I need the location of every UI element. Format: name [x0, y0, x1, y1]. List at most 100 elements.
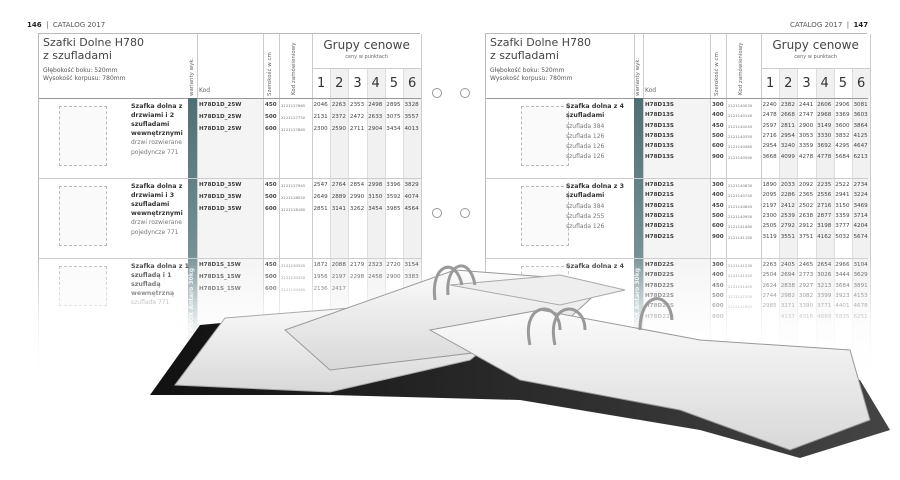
price-value: 4295	[835, 143, 850, 150]
price-value: 2300	[762, 212, 777, 219]
binder-hole	[460, 88, 470, 98]
binder-hole	[432, 88, 442, 98]
product-code: H78D1D_25W	[199, 126, 242, 132]
price-value: 4204	[853, 223, 868, 230]
order-code: 2121140460	[728, 144, 753, 150]
price-value: 1890	[762, 182, 777, 188]
row-divider	[761, 68, 871, 69]
row-divider	[39, 178, 421, 179]
column-divider	[348, 68, 350, 368]
price-value: 2716	[817, 202, 832, 209]
product-code: H78D1D_25W	[199, 102, 242, 108]
price-value: 3198	[817, 223, 832, 230]
price-value: 2092	[798, 182, 814, 188]
price-value: 3262	[349, 206, 365, 212]
order-code: 2121127860	[281, 127, 306, 132]
price-value: 4647	[853, 143, 868, 150]
page-number-left: 146 | CATALOG 2017	[27, 21, 106, 29]
product-subtitle: szuflada 384	[566, 123, 605, 130]
price-value: 4013	[404, 126, 419, 132]
row-divider	[486, 178, 868, 179]
price-value: 2638	[798, 212, 814, 219]
price-value: 3777	[835, 223, 850, 230]
row-divider	[312, 68, 422, 69]
price-value: 2649	[313, 194, 328, 200]
product-code: H78D21S	[645, 202, 674, 209]
width-value: 600	[712, 143, 724, 150]
price-value: 4778	[817, 153, 832, 160]
product-subtitle: szuflada 384	[566, 203, 605, 210]
product-code: H78D13S	[645, 143, 674, 150]
cabinet-illustration	[521, 106, 569, 166]
price-value: 2286	[780, 192, 795, 199]
binder-hole	[460, 208, 470, 218]
price-value: 3692	[817, 143, 832, 150]
product-title: Szafka dolna z drzwiami i 2 szufladami w…	[131, 103, 183, 137]
product-code: H78D13S	[645, 112, 674, 119]
column-divider	[197, 34, 198, 364]
column-divider	[643, 34, 644, 364]
price-value: 2941	[835, 192, 850, 199]
price-value: 2668	[780, 112, 795, 119]
product-code: H78D21S	[645, 212, 674, 219]
price-value: 4162	[817, 233, 832, 240]
column-divider	[366, 68, 368, 368]
price-value: 3359	[835, 212, 850, 219]
width-value: 600	[265, 206, 277, 212]
price-value: 2095	[762, 192, 777, 199]
product-code: H78D1D_25W	[199, 114, 242, 120]
order-code: 2121128050	[281, 195, 306, 200]
product-subtitle: drzwi rozwierane	[131, 219, 182, 226]
width-value: 900	[712, 233, 724, 240]
binder-hole	[432, 208, 442, 218]
column-divider	[852, 68, 853, 368]
price-group-number: 5	[389, 76, 399, 91]
title-line: Szafki Dolne H780	[490, 36, 592, 49]
price-group-number: 5	[838, 76, 848, 91]
dimension-depth: Głębokość boku: 520mm	[43, 67, 118, 74]
width-value: 450	[712, 202, 724, 209]
header-divider	[486, 98, 868, 99]
price-group-number: 6	[407, 76, 417, 91]
price-value: 3829	[404, 182, 419, 188]
price-value: 2478	[762, 112, 777, 119]
product-code: H78D13S	[645, 102, 674, 108]
price-value: 3668	[762, 153, 777, 160]
column-divider	[797, 68, 799, 368]
page-number: 146	[27, 21, 42, 29]
price-value: 2904	[368, 126, 383, 132]
product-code: H78D21S	[645, 223, 674, 230]
price-value: 3832	[835, 132, 850, 139]
price-value: 3150	[368, 194, 383, 200]
product-code: H78D21S	[645, 182, 674, 188]
order-code: 2121140950	[728, 213, 753, 219]
price-value: 4074	[404, 194, 419, 200]
price-group-number: 1	[316, 76, 326, 91]
column-divider	[312, 34, 313, 364]
price-value: 2597	[762, 122, 777, 129]
order-code: 2121141190	[728, 234, 753, 240]
page-number: 147	[853, 21, 869, 29]
order-code: 2121127945	[281, 183, 306, 188]
product-code: H78D21S	[645, 233, 674, 240]
order-code: 2121127665	[281, 103, 306, 108]
price-value: 3600	[835, 122, 850, 129]
binder-pages	[428, 309, 871, 451]
price-value: 5032	[835, 233, 850, 240]
order-code: 2121140630	[728, 183, 753, 188]
page-number-right: CATALOG 2017 | 147	[790, 21, 869, 29]
price-value: 2968	[817, 112, 832, 119]
price-value: 3240	[780, 143, 795, 150]
price-value: 2365	[798, 192, 814, 199]
order-code: 2121140140	[728, 113, 753, 119]
product-subtitle: pojedyncze 771	[131, 148, 179, 156]
price-value: 3369	[835, 112, 850, 119]
catalog-label: CATALOG 2017	[52, 21, 106, 29]
price-value: 2235	[817, 182, 832, 188]
price-value: 3454	[368, 206, 383, 212]
cabinet-illustration	[59, 186, 107, 246]
price-value: 2046	[313, 102, 328, 108]
price-group-number: 4	[820, 76, 829, 91]
